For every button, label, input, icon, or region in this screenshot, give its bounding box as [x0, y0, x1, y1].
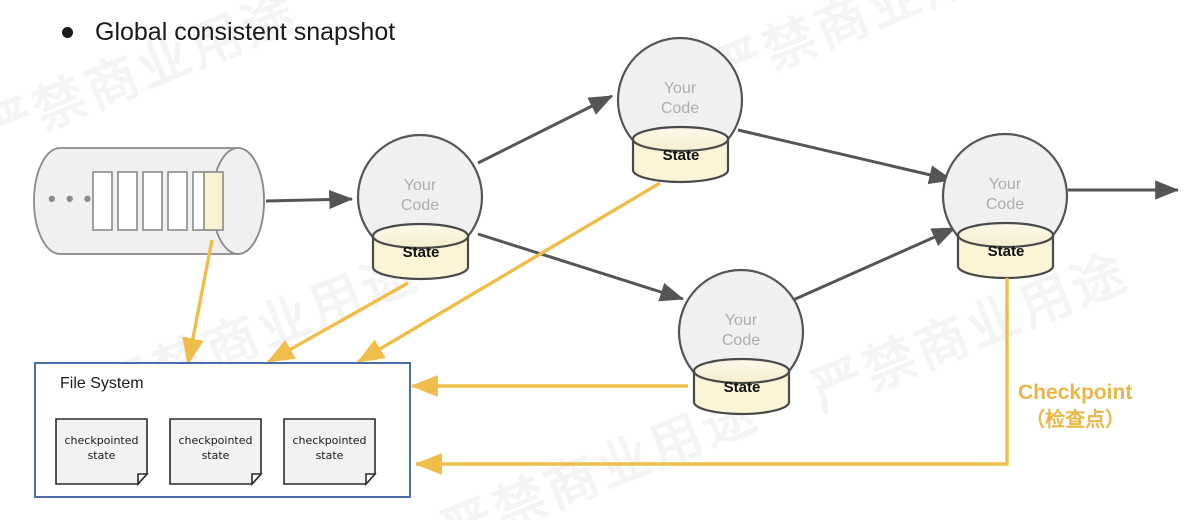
checkpoint-arrow-node1-to-fs: [266, 281, 409, 364]
node-your-code-3[interactable]: [677, 268, 805, 416]
state-cylinder-4: [956, 221, 1055, 280]
page-title: Global consistent snapshot: [95, 18, 396, 46]
filesystem-title: File System: [60, 375, 144, 392]
stream-record: [92, 171, 113, 231]
stream-ellipsis: • • •: [48, 186, 94, 211]
bullet-dot-icon: [62, 27, 73, 38]
source-cylinder: [33, 147, 265, 255]
flow-arrow-node1-to-node3: [477, 232, 685, 302]
flow-arrow-node1-to-node2: [477, 94, 614, 165]
state-cylinder-3: [692, 357, 791, 416]
stream-record: [142, 171, 163, 231]
node-your-code-4[interactable]: [941, 132, 1069, 280]
flow-arrow-node3-to-node4: [792, 226, 957, 302]
flow-arrow-source-to-node1: [265, 189, 354, 210]
checkpointed-state-document[interactable]: [169, 418, 263, 487]
stream-record: [117, 171, 138, 231]
node-your-code-1[interactable]: [356, 133, 484, 281]
state-cylinder-1: [371, 222, 470, 281]
flow-arrow-node2-to-node4: [737, 128, 954, 185]
checkpoint-legend-en: Checkpoint: [1018, 381, 1133, 404]
stream-record-highlighted: [203, 171, 224, 231]
slide-title-row: Global consistent snapshot: [62, 20, 395, 45]
checkpoint-arrow-node2-to-fs: [356, 181, 661, 364]
checkpoint-legend: Checkpoint （检查点）: [1018, 380, 1132, 432]
state-cylinder-2: [631, 125, 730, 184]
checkpoint-arrow-source-to-fs: [182, 239, 214, 366]
checkpointed-state-document[interactable]: [55, 418, 149, 487]
node-your-code-2[interactable]: [616, 36, 744, 184]
checkpointed-state-document[interactable]: [283, 418, 377, 487]
checkpoint-legend-zh: （检查点）: [1025, 406, 1126, 431]
checkpoint-arrow-node4-to-fs: [414, 278, 1009, 475]
stream-record: [167, 171, 188, 231]
